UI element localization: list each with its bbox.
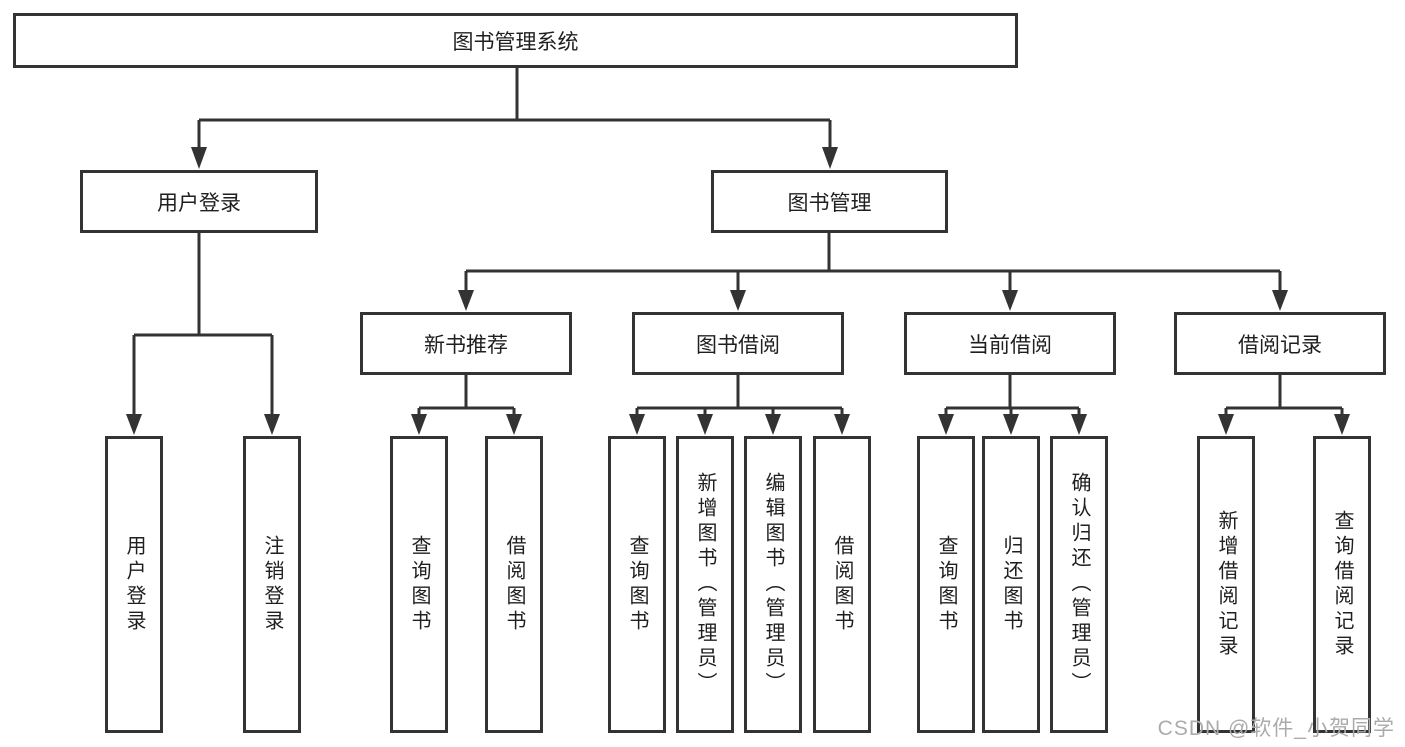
node-book-management-branch: 图书管理 [711, 170, 948, 233]
arrowhead [1002, 290, 1018, 311]
node-label: 归还图书 [1000, 534, 1022, 635]
csdn-watermark: CSDN @软件_小贺同学 [1157, 717, 1395, 740]
leaf-query-books: 查询图书 [390, 436, 448, 733]
leaf-borrow-books: 借阅图书 [813, 436, 871, 733]
node-label: 新增图书（管理员） [694, 472, 716, 697]
leaf-logout: 注销登录 [243, 436, 301, 733]
arrowhead [938, 414, 954, 435]
node-label: 确认归还（管理员） [1068, 472, 1090, 697]
leaf-add-book-admin: 新增图书（管理员） [676, 436, 734, 733]
node-label: 编辑图书（管理员） [762, 472, 784, 697]
node-label: 查询借阅记录 [1331, 509, 1353, 660]
node-label: 借阅图书 [831, 534, 853, 635]
arrowhead [126, 414, 142, 435]
leaf-add-borrow-record: 新增借阅记录 [1197, 436, 1255, 733]
node-library-system: 图书管理系统 [13, 13, 1018, 68]
arrowhead [1003, 414, 1019, 435]
arrowhead [458, 290, 474, 311]
arrowhead [697, 414, 713, 435]
arrowhead [1272, 290, 1288, 311]
node-current-borrow: 当前借阅 [904, 312, 1116, 375]
arrowhead [1218, 414, 1234, 435]
leaf-confirm-return-admin: 确认归还（管理员） [1050, 436, 1108, 733]
node-label: 借阅图书 [503, 534, 525, 635]
leaf-query-books: 查询图书 [917, 436, 975, 733]
node-label: 用户登录 [123, 534, 145, 635]
node-label: 图书管理系统 [452, 30, 579, 54]
node-label: 借阅记录 [1238, 333, 1322, 357]
arrowhead [822, 147, 838, 169]
node-label: 新书推荐 [424, 333, 508, 357]
leaf-borrow-books: 借阅图书 [485, 436, 543, 733]
leaf-return-books: 归还图书 [982, 436, 1040, 733]
arrowhead [834, 414, 850, 435]
leaf-edit-book-admin: 编辑图书（管理员） [744, 436, 802, 733]
node-user-login-branch: 用户登录 [80, 170, 318, 233]
node-label: 当前借阅 [968, 333, 1052, 357]
node-label: 查询图书 [935, 534, 957, 635]
leaf-user-login: 用户登录 [105, 436, 163, 733]
node-label: 注销登录 [261, 534, 283, 635]
leaf-query-borrow-record: 查询借阅记录 [1313, 436, 1371, 733]
node-label: 图书借阅 [696, 333, 780, 357]
leaf-query-books: 查询图书 [608, 436, 666, 733]
node-label: 图书管理 [787, 191, 872, 215]
node-label: 查询图书 [626, 534, 648, 635]
arrowhead [506, 414, 522, 435]
arrowhead [730, 290, 746, 311]
node-borrow-records: 借阅记录 [1174, 312, 1386, 375]
arrowhead [411, 414, 427, 435]
arrowhead [765, 414, 781, 435]
node-book-borrow: 图书借阅 [632, 312, 844, 375]
node-label: 新增借阅记录 [1215, 509, 1237, 660]
arrowhead [629, 414, 645, 435]
node-new-book-recommend: 新书推荐 [360, 312, 572, 375]
arrowhead [264, 414, 280, 435]
arrowhead [1071, 414, 1087, 435]
node-label: 查询图书 [408, 534, 430, 635]
arrowhead [1334, 414, 1350, 435]
node-label: 用户登录 [157, 191, 241, 215]
arrowhead [191, 147, 207, 169]
